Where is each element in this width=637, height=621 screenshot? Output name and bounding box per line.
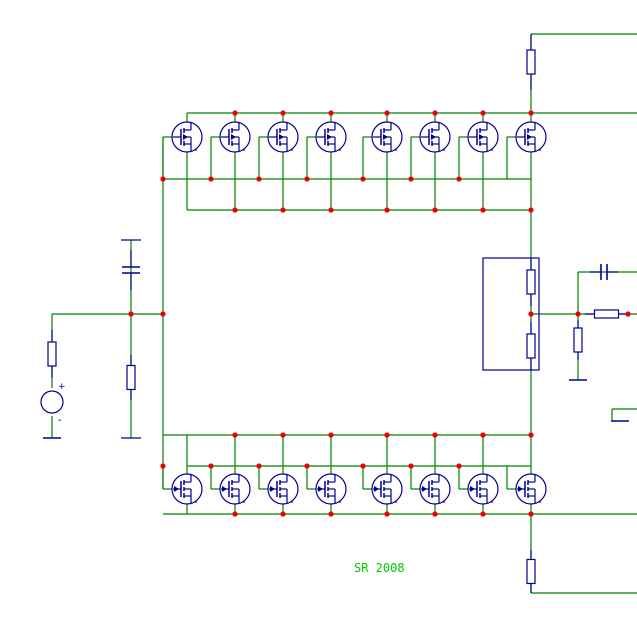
input-source-resistor bbox=[47, 330, 57, 378]
junction-dot bbox=[232, 110, 238, 116]
junction-dot bbox=[432, 207, 438, 213]
junction-dot bbox=[280, 110, 286, 116]
junction-dot bbox=[456, 176, 462, 182]
junction-dot bbox=[328, 207, 334, 213]
signature-text: SR 2008 bbox=[354, 561, 405, 575]
junction-dot bbox=[160, 311, 166, 317]
n-channel-mosfet-symbol bbox=[467, 121, 499, 153]
junction-dot bbox=[208, 176, 214, 182]
junction-dot bbox=[480, 110, 486, 116]
junction-dot bbox=[304, 176, 310, 182]
junction-dot bbox=[480, 432, 486, 438]
junction-dot bbox=[528, 110, 534, 116]
junction-dot bbox=[232, 207, 238, 213]
junction-dot bbox=[384, 511, 390, 517]
junction-dot bbox=[432, 511, 438, 517]
junction-dot bbox=[528, 511, 534, 517]
junction-dot bbox=[256, 176, 262, 182]
junction-dot bbox=[328, 432, 334, 438]
junction-dot bbox=[528, 207, 534, 213]
source-plus-label: + bbox=[58, 382, 66, 392]
junction-dot bbox=[328, 110, 334, 116]
p-channel-mosfet-symbol bbox=[219, 473, 251, 505]
junction-dot bbox=[625, 311, 631, 317]
junction-dot bbox=[480, 207, 486, 213]
junction-dot bbox=[528, 311, 534, 317]
signal-source-symbol bbox=[40, 390, 64, 414]
n-channel-mosfet-symbol bbox=[267, 121, 299, 153]
junction-dot bbox=[456, 463, 462, 469]
lower-bias-resistor bbox=[526, 322, 536, 370]
bias-network-box bbox=[482, 257, 540, 371]
junction-dot bbox=[360, 463, 366, 469]
output-shunt-resistor bbox=[573, 320, 583, 360]
junction-dot bbox=[328, 511, 334, 517]
junction-dot bbox=[160, 463, 166, 469]
junction-dot bbox=[160, 176, 166, 182]
junction-dot bbox=[280, 207, 286, 213]
p-channel-mosfet-symbol bbox=[171, 473, 203, 505]
junction-dot bbox=[408, 463, 414, 469]
junction-dot bbox=[384, 110, 390, 116]
junction-dot bbox=[480, 511, 486, 517]
n-channel-mosfet-symbol bbox=[515, 121, 547, 153]
components bbox=[40, 34, 629, 593]
top-supply-resistor bbox=[526, 34, 536, 90]
junction-dot bbox=[232, 511, 238, 517]
junction-dot bbox=[408, 176, 414, 182]
upper-bias-resistor bbox=[526, 258, 536, 306]
junction-dot bbox=[256, 463, 262, 469]
p-channel-mosfet-symbol bbox=[267, 473, 299, 505]
n-channel-mosfet-symbol bbox=[315, 121, 347, 153]
wires bbox=[51, 33, 637, 594]
junction-dot bbox=[280, 511, 286, 517]
n-channel-mosfet-symbol bbox=[219, 121, 251, 153]
input-coupling-capacitor bbox=[122, 250, 140, 290]
junction-dot bbox=[128, 311, 134, 317]
input-shunt-resistor bbox=[126, 355, 136, 400]
junction-dot bbox=[575, 311, 581, 317]
junction-dot bbox=[384, 207, 390, 213]
p-channel-mosfet-symbol bbox=[467, 473, 499, 505]
junction-dot bbox=[304, 463, 310, 469]
p-channel-mosfet-symbol bbox=[515, 473, 547, 505]
n-channel-mosfet-symbol bbox=[419, 121, 451, 153]
junction-dot bbox=[360, 176, 366, 182]
feedback-resistor bbox=[585, 309, 628, 319]
bottom-supply-resistor bbox=[526, 550, 536, 593]
n-channel-mosfet-symbol bbox=[371, 121, 403, 153]
n-channel-mosfet-symbol bbox=[171, 121, 203, 153]
junction-dot bbox=[208, 463, 214, 469]
junctions bbox=[128, 110, 631, 517]
p-channel-mosfet-symbol bbox=[371, 473, 403, 505]
junction-dot bbox=[232, 432, 238, 438]
junction-dot bbox=[432, 110, 438, 116]
p-channel-mosfet-symbol bbox=[419, 473, 451, 505]
feedback-capacitor bbox=[590, 264, 618, 280]
source-minus-label: - bbox=[58, 415, 62, 426]
p-channel-mosfet-symbol bbox=[315, 473, 347, 505]
junction-dot bbox=[528, 432, 534, 438]
junction-dot bbox=[280, 432, 286, 438]
junction-dot bbox=[384, 432, 390, 438]
junction-dot bbox=[432, 432, 438, 438]
